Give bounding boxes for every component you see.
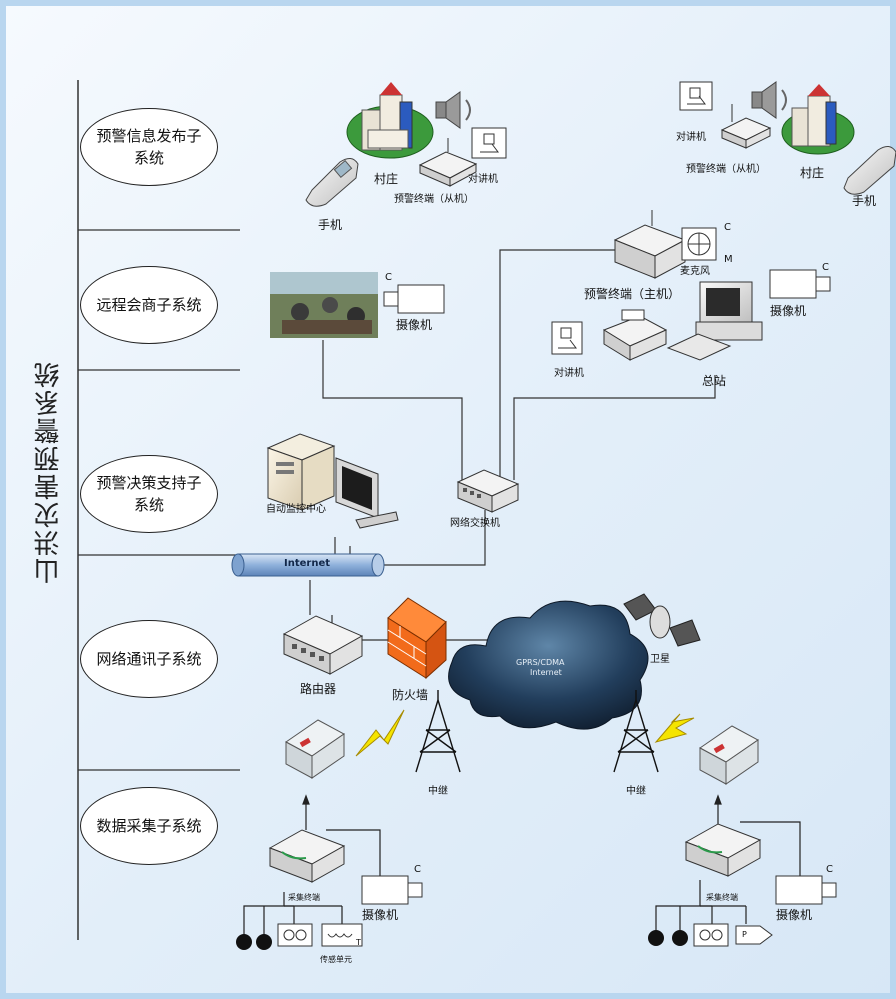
walkie-station-label: 对讲机	[554, 368, 584, 379]
village-right-label: 村庄	[800, 166, 825, 180]
modem-left-graphic	[285, 719, 345, 779]
speaker-left-graphic	[435, 91, 471, 129]
relay-right-label: 中继	[626, 786, 646, 797]
terminal-master-graphic	[613, 210, 687, 279]
subsystem-label-line2: 系统	[133, 496, 164, 514]
subsystem-remote-consultation: 远程会商子系统	[80, 266, 218, 344]
collector-left-wires	[243, 794, 381, 938]
lightning-right-graphic	[654, 713, 695, 743]
firewall-label: 防火墙	[392, 688, 429, 702]
camera-meeting-graphic	[383, 284, 445, 314]
terminal-master-label: 预警终端（主机）	[584, 287, 681, 301]
subsystem-label-line1: 数据采集子系统	[96, 817, 202, 835]
walkie-left-graphic	[471, 127, 507, 159]
walkie-station-graphic	[551, 321, 583, 355]
relay-tower-right-graphic	[613, 690, 659, 773]
station-computer-graphic	[666, 281, 763, 361]
terminal-slave-left-graphic	[418, 138, 478, 187]
speaker-right-graphic	[751, 81, 787, 119]
cloud-graphic	[448, 600, 649, 730]
subsystem-label-line1: 远程会商子系统	[96, 296, 202, 314]
mobile-left-label: 手机	[318, 218, 343, 232]
microphone-graphic	[681, 227, 717, 261]
collector-right-graphic	[684, 823, 762, 877]
row-separators	[78, 229, 240, 771]
collector-left-label: 采集终端	[288, 893, 320, 902]
main-title: 山洪灾害预警系统	[34, 360, 64, 584]
collector-right-wires	[655, 794, 801, 932]
satellite-graphic	[623, 593, 701, 647]
switch-graphic	[456, 469, 520, 513]
router-graphic	[282, 615, 364, 675]
cloud-label-line1: GPRS/CDMA	[516, 658, 565, 667]
server-tower-graphic	[266, 433, 336, 511]
relay-left-label: 中继	[428, 786, 448, 797]
camera-meeting-label: 摄像机	[396, 318, 433, 332]
terminal-slave-left-label: 预警终端（从机）	[394, 194, 474, 205]
microphone-c-label: C	[724, 222, 731, 233]
auto-center-label: 自动监控中心	[266, 504, 326, 515]
terminal-slave-right-label: 预警终端（从机）	[686, 164, 766, 175]
firewall-graphic	[387, 597, 447, 680]
internet-label: Internet	[284, 558, 331, 569]
camera-station-label: 摄像机	[770, 304, 807, 318]
camera-left-graphic	[361, 875, 423, 905]
camera-station-c-label: C	[822, 262, 829, 273]
camera-right-c-label: C	[826, 864, 833, 875]
sensor-unit-label: 传感单元	[320, 955, 352, 964]
station-label: 总站	[702, 374, 727, 388]
subsystem-label-line1: 预警决策支持子	[96, 474, 202, 492]
camera-left-c-label: C	[414, 864, 421, 875]
meeting-photo-graphic	[270, 272, 378, 338]
walkie-right-graphic	[679, 81, 713, 111]
subsystem-decision-support: 预警决策支持子系统	[80, 455, 218, 533]
mobile-right-graphic	[843, 146, 896, 195]
modem-right-graphic	[699, 725, 759, 785]
lightning-left-graphic	[355, 709, 405, 757]
terminal-slave-right-graphic	[720, 104, 772, 149]
village-right-graphic	[781, 84, 855, 155]
relay-tower-left-graphic	[415, 690, 461, 773]
subsystem-label-line1: 预警信息发布子	[96, 127, 202, 145]
camera-left-label: 摄像机	[362, 908, 399, 922]
mobile-right-label: 手机	[852, 194, 877, 208]
camera-right-label: 摄像机	[776, 908, 813, 922]
camera-station-graphic	[769, 269, 831, 299]
monitor-center-graphic	[335, 457, 399, 529]
camera-right-graphic	[775, 875, 837, 905]
subsystem-data-collection: 数据采集子系统	[80, 787, 218, 865]
fax-graphic	[602, 309, 668, 361]
camera-meeting-c-label: C	[385, 272, 392, 283]
collector-left-graphic	[268, 829, 346, 883]
sensors-left-graphic	[236, 923, 363, 950]
collector-right-label: 采集终端	[706, 893, 738, 902]
sensor-right-p-label: P	[742, 930, 747, 939]
internet-pipe-graphic	[231, 553, 385, 577]
switch-label: 网络交换机	[450, 518, 500, 529]
cloud-label-line2: Internet	[530, 668, 562, 677]
subsystem-warning-release: 预警信息发布子系统	[80, 108, 218, 186]
sensors-right-graphic	[648, 923, 773, 947]
microphone-label: 麦克风	[680, 266, 710, 277]
subsystem-label-line1: 网络通讯子系统	[96, 650, 202, 668]
subsystem-label-line2: 系统	[133, 149, 164, 167]
microphone-m-label: M	[724, 254, 733, 265]
mobile-left-graphic	[305, 158, 359, 207]
walkie-left-label: 对讲机	[468, 174, 498, 185]
village-left-label: 村庄	[374, 172, 399, 186]
sensor-left-t-label: T	[356, 938, 361, 947]
satellite-label: 卫星	[650, 654, 670, 665]
walkie-right-label: 对讲机	[676, 132, 706, 143]
router-label: 路由器	[300, 682, 337, 696]
village-left-graphic	[346, 82, 434, 159]
subsystem-network-communication: 网络通讯子系统	[80, 620, 218, 698]
